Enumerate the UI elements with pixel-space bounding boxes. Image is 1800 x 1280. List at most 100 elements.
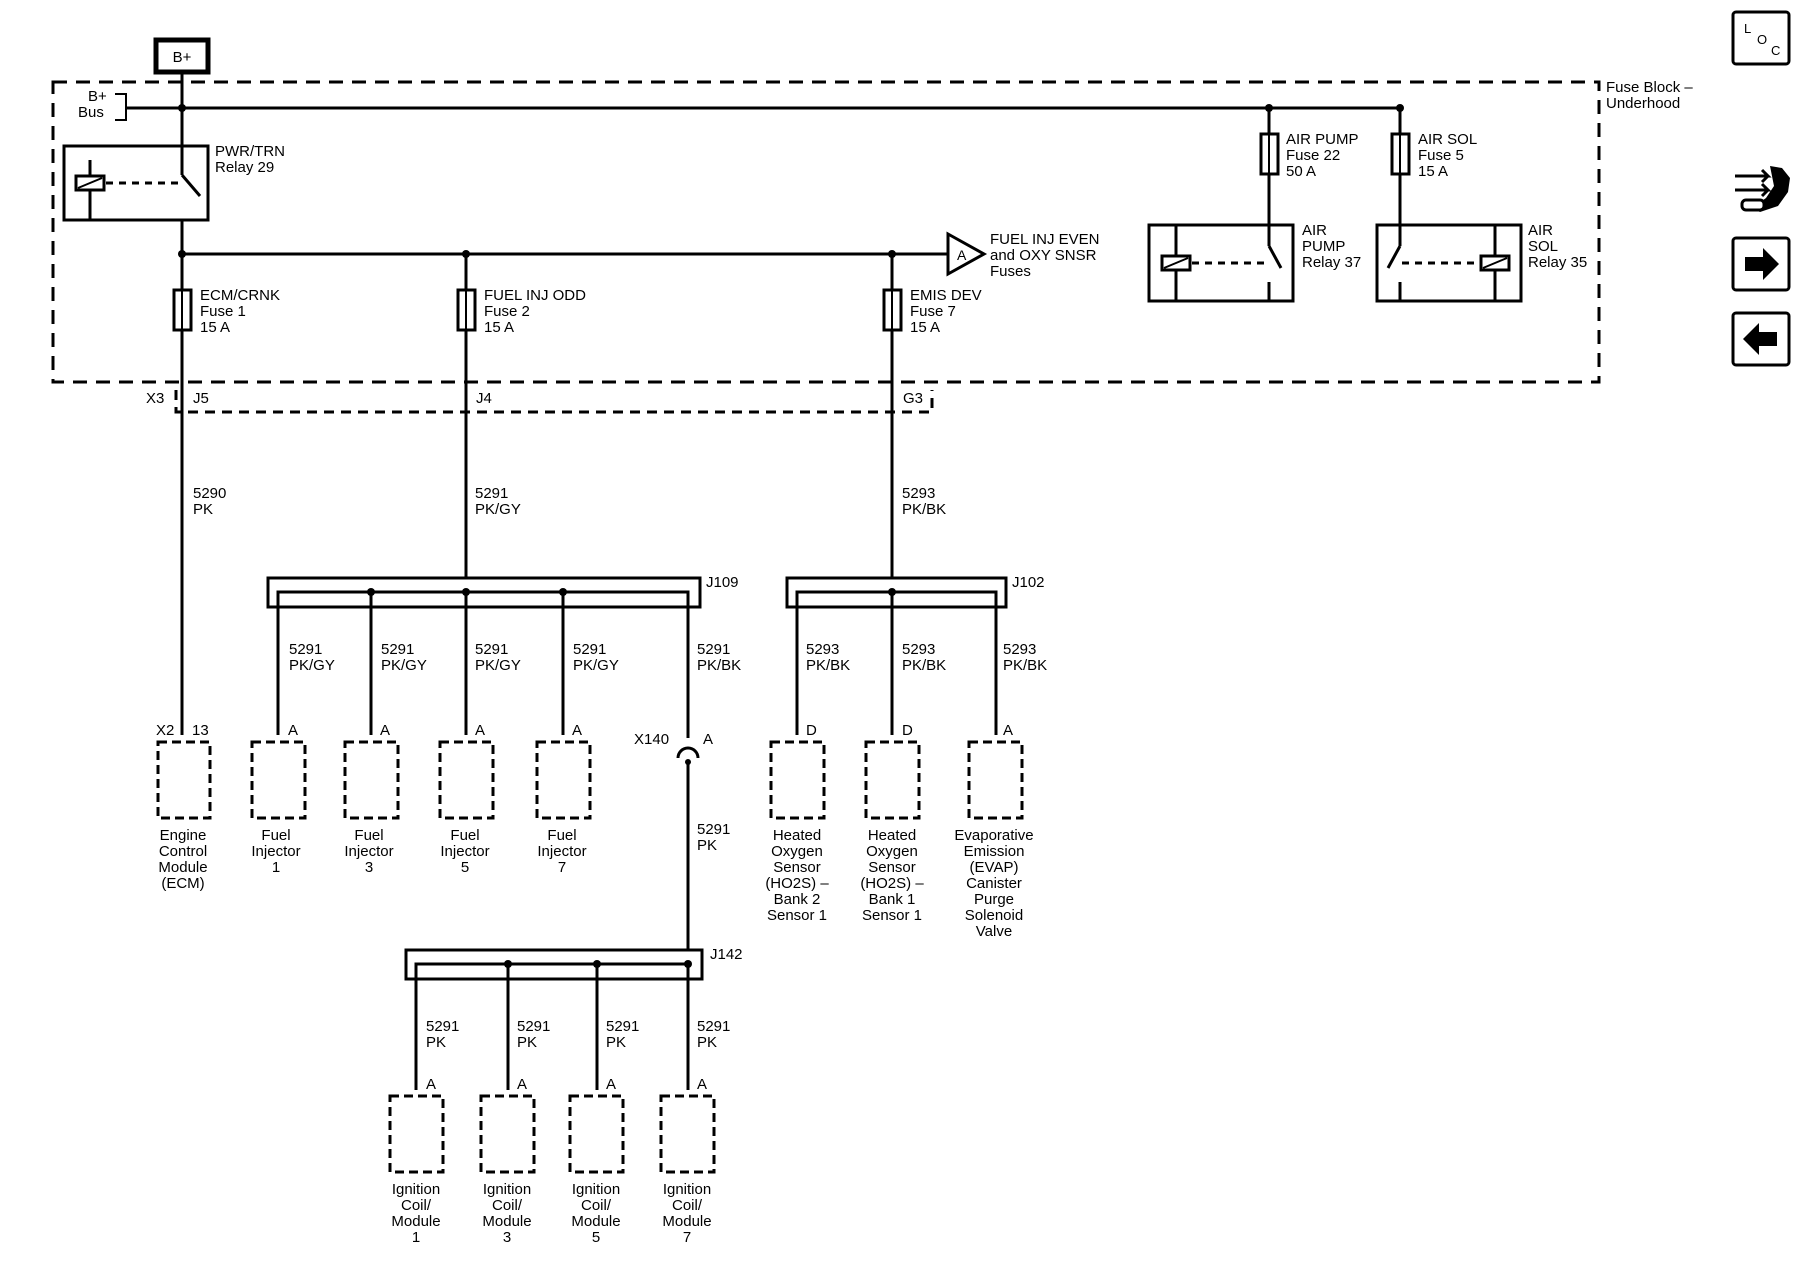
fuse-air-sol xyxy=(1390,108,1411,225)
x3-pin-j5: J5 xyxy=(193,390,209,407)
x140-inline-connector xyxy=(676,746,700,759)
inj5-label-2: Injector xyxy=(440,843,489,860)
wire-coil7-num: 5291 xyxy=(697,1018,730,1035)
coil7-pin: A xyxy=(697,1076,707,1093)
offpage-label-2: and OXY SNSR xyxy=(990,247,1097,264)
fuse-block-outline xyxy=(51,80,1601,384)
fuse-block-line1: Fuse Block – xyxy=(1606,79,1693,96)
wire-x140-color: PK/BK xyxy=(697,657,741,674)
air-sol-relay-1: AIR xyxy=(1528,222,1553,239)
fuse-block-line2: Underhood xyxy=(1606,95,1680,112)
air-sol-relay-2: SOL xyxy=(1528,238,1558,255)
air-sol-relay xyxy=(1375,223,1523,303)
wire-inj5-color: PK/GY xyxy=(475,657,521,674)
fuse-air-pump-2: Fuse 22 xyxy=(1286,147,1340,164)
fuse-ecm-crnk-1: ECM/CRNK xyxy=(200,287,280,304)
air-sol-relay-3: Relay 35 xyxy=(1528,254,1587,271)
ho2s-b2-pin: D xyxy=(806,722,817,739)
wire-ho2s-b1-color: PK/BK xyxy=(902,657,946,674)
fuse-fuel-inj-odd-3: 15 A xyxy=(484,319,514,336)
pwr-trn-label-1: PWR/TRN xyxy=(215,143,285,160)
ignition-coil-7 xyxy=(659,1094,716,1174)
evap-label-1: Evaporative xyxy=(954,827,1033,844)
splice-j102 xyxy=(785,576,1008,609)
loc-letter-c: C xyxy=(1771,43,1780,58)
wire-evap-num: 5293 xyxy=(1003,641,1036,658)
fuse-air-sol-2: Fuse 5 xyxy=(1418,147,1464,164)
coil7-label-2: Coil/ xyxy=(672,1197,703,1214)
wire-coil5-color: PK xyxy=(606,1034,626,1051)
evap-label-6: Solenoid xyxy=(965,907,1023,924)
wire-inj5-num: 5291 xyxy=(475,641,508,658)
splice-j109-label: J109 xyxy=(706,574,739,591)
coil1-label-1: Ignition xyxy=(392,1181,440,1198)
arrow-right-icon[interactable] xyxy=(1731,236,1791,292)
fuse-ecm-crnk-2: Fuse 1 xyxy=(200,303,246,320)
loc-letter-o: O xyxy=(1757,32,1767,47)
wire-x140-out-num: 5291 xyxy=(697,821,730,838)
coil5-label-1: Ignition xyxy=(572,1181,620,1198)
offpage-letter: A xyxy=(957,247,967,263)
wire-5291-color: PK/GY xyxy=(475,501,521,518)
wire-inj3-color: PK/GY xyxy=(381,657,427,674)
wire-inj1-num: 5291 xyxy=(289,641,322,658)
wire-evap-color: PK/BK xyxy=(1003,657,1047,674)
wire-5290-num: 5290 xyxy=(193,485,226,502)
fuse-air-pump xyxy=(1259,108,1280,225)
ho2s-b1-label-3: Sensor xyxy=(868,859,916,876)
inj3-pin: A xyxy=(380,722,390,739)
ignition-coil-5 xyxy=(568,1094,625,1174)
wire-ho2s-b1-num: 5293 xyxy=(902,641,935,658)
ho2s-b2-label-3: Sensor xyxy=(773,859,821,876)
evap-label-5: Purge xyxy=(974,891,1014,908)
ecm-label-4: (ECM) xyxy=(161,875,204,892)
ecm-pin: 13 xyxy=(192,722,209,739)
inj7-label-2: Injector xyxy=(537,843,586,860)
coil7-label-3: Module xyxy=(662,1213,711,1230)
ho2s-bank2-sensor1 xyxy=(769,740,826,820)
coil3-label-4: 3 xyxy=(503,1229,511,1246)
inj3-label-2: Injector xyxy=(344,843,393,860)
coil5-label-4: 5 xyxy=(592,1229,600,1246)
fuel-injector-1 xyxy=(250,740,307,820)
ecm-label-2: Control xyxy=(159,843,207,860)
ho2s-b1-label-2: Oxygen xyxy=(866,843,918,860)
fuel-injector-5 xyxy=(438,740,495,820)
inj3-label-3: 3 xyxy=(365,859,373,876)
wire-coil1-color: PK xyxy=(426,1034,446,1051)
inj5-label-3: 5 xyxy=(461,859,469,876)
component-locator-button[interactable]: L O C xyxy=(1731,10,1791,66)
wire-x140-out-color: PK xyxy=(697,837,717,854)
air-pump-relay-3: Relay 37 xyxy=(1302,254,1361,271)
wire-ho2s-b2-color: PK/BK xyxy=(806,657,850,674)
wire-coil5-num: 5291 xyxy=(606,1018,639,1035)
evap-label-4: Canister xyxy=(966,875,1022,892)
wire-x140-num: 5291 xyxy=(697,641,730,658)
coil1-label-3: Module xyxy=(391,1213,440,1230)
offpage-connector-a xyxy=(946,231,988,277)
wire-5293-color: PK/BK xyxy=(902,501,946,518)
arrow-left-icon[interactable] xyxy=(1731,311,1791,367)
fuse-air-sol-3: 15 A xyxy=(1418,163,1448,180)
air-pump-relay-2: PUMP xyxy=(1302,238,1345,255)
air-pump-relay xyxy=(1147,223,1295,303)
inj1-label-2: Injector xyxy=(251,843,300,860)
coil3-pin: A xyxy=(517,1076,527,1093)
wire-inj1-color: PK/GY xyxy=(289,657,335,674)
wire-ho2s-b2-num: 5293 xyxy=(806,641,839,658)
fuse-air-sol-1: AIR SOL xyxy=(1418,131,1477,148)
air-pump-relay-1: AIR xyxy=(1302,222,1327,239)
ecm-label-1: Engine xyxy=(160,827,207,844)
wrench-icon[interactable] xyxy=(1735,166,1790,212)
evap-label-7: Valve xyxy=(976,923,1012,940)
fuse-emis-dev-1: EMIS DEV xyxy=(910,287,982,304)
ignition-coil-1 xyxy=(388,1094,445,1174)
wire-coil7-color: PK xyxy=(697,1034,717,1051)
fuse-fuel-inj-odd xyxy=(456,254,477,332)
pwr-trn-label-2: Relay 29 xyxy=(215,159,274,176)
coil5-label-3: Module xyxy=(571,1213,620,1230)
splice-j142 xyxy=(404,948,704,981)
coil5-pin: A xyxy=(606,1076,616,1093)
ho2s-bank1-sensor1 xyxy=(864,740,921,820)
